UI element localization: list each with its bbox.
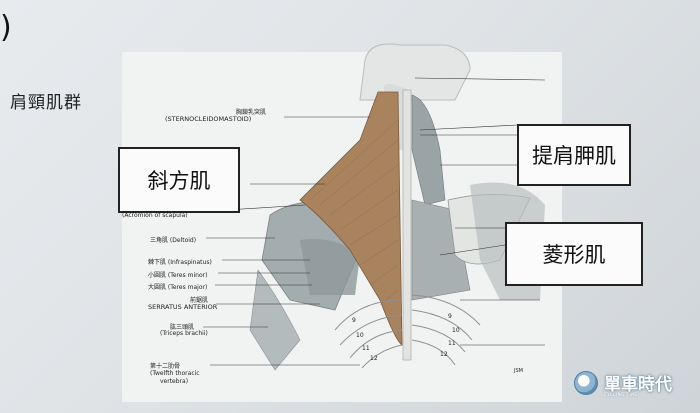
rib-number: 12 [370,355,378,362]
triceps-muscle [249,269,301,371]
callout-trapezius: 斜方肌 [118,147,240,213]
leader-lines [203,77,546,366]
watermark: 單車時代 [574,370,672,395]
trapezius-striations [309,119,399,306]
label-deltoid: 三角肌 (Deltoid) [150,237,197,244]
bicycle-logo-icon [574,370,598,395]
artist-mark: JSM [513,368,523,374]
label-infraspinatus: 棘下肌 (Infraspinatus) [148,259,212,266]
rib-number: 11 [448,340,456,347]
head-outline [359,43,471,101]
label-scm-zh: 胸鎖乳突肌 [236,109,267,116]
page-marker: ) [0,10,12,45]
callout-rhomboid: 菱形肌 [505,222,643,286]
label-serratus-en: SERRATUS ANTERIOR [148,303,218,311]
label-serratus-zh: 前鋸肌 [190,297,209,304]
label-rib-en-2: vertebra) [160,378,189,385]
watermark-name: 單車時代 [604,375,672,395]
callout-levator-scapulae: 提肩胛肌 [517,124,631,186]
spine [402,89,412,361]
trapezius-muscle [299,91,403,346]
rib-number: 11 [362,345,370,352]
label-triceps-zh: 肱三頭肌 [170,324,195,331]
label-scm-en: (STERNOCLEIDOMASTOID) [165,115,252,123]
label-acromion: (Acromion of scapula) [122,212,188,219]
rib-number: 9 [448,313,452,320]
label-rib-zh: 第十二肋骨 [150,363,181,370]
rib-number: 10 [356,332,364,339]
label-teres-minor: 小圓肌 (Teres minor) [148,272,208,279]
label-triceps-en: (Triceps brachii) [160,330,208,337]
watermark-sub: CYCLING TIME [604,392,639,397]
rib-number: 12 [440,351,448,358]
left-ribs [334,299,403,369]
rib-number: 9 [352,317,356,324]
right-ribs [411,294,481,366]
levator-scapulae-muscle [411,94,446,206]
rib-number: 10 [452,327,460,334]
infraspinatus-muscle [300,239,360,295]
section-title: 肩頸肌群 [10,93,82,113]
label-teres-major: 大圓肌 (Teres major) [148,284,208,291]
label-rib-en-1: (Twelfth thoracic [150,370,200,377]
